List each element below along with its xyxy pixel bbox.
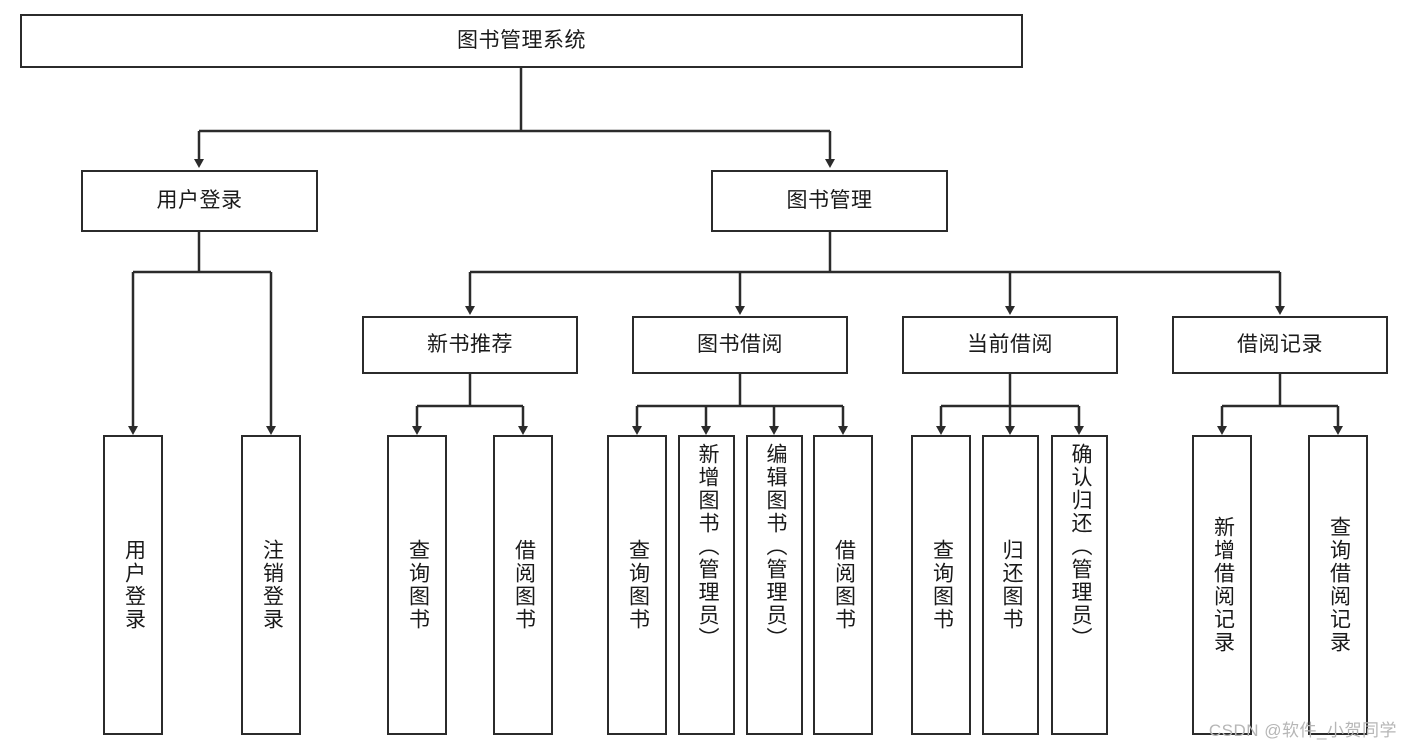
node-label: 查询借阅记录 [1327,516,1351,654]
node-label: 查询图书 [626,539,650,631]
leaf-add-borrow-record[interactable]: 新增借阅记录 [1192,435,1252,735]
node-book-management[interactable]: 图书管理 [711,170,948,232]
watermark-text: CSDN @软件_小贺同学 [1208,721,1397,740]
node-label: 新书推荐 [427,333,513,357]
node-label: 借阅图书 [832,539,856,631]
node-label: 归还图书 [999,539,1023,631]
node-label: 注销登录 [260,539,284,631]
node-label: 确认归还（管理员） [1068,443,1092,650]
leaf-edit-book-admin[interactable]: 编辑图书（管理员） [746,435,803,735]
node-label: 新增图书（管理员） [695,443,719,650]
leaf-query-borrow-record[interactable]: 查询借阅记录 [1308,435,1368,735]
leaf-return-book[interactable]: 归还图书 [982,435,1039,735]
node-label: 新增借阅记录 [1211,516,1235,654]
node-label: 编辑图书（管理员） [763,443,787,650]
node-label: 借阅图书 [512,539,536,631]
leaf-query-book-recommend[interactable]: 查询图书 [387,435,447,735]
node-label: 用户登录 [122,539,146,631]
leaf-logout-login[interactable]: 注销登录 [241,435,301,735]
node-label: 图书管理 [786,189,873,213]
node-label: 图书管理系统 [457,29,586,53]
node-label: 用户登录 [156,189,243,213]
leaf-confirm-return-admin[interactable]: 确认归还（管理员） [1051,435,1108,735]
node-label: 查询图书 [930,539,954,631]
node-borrow-record[interactable]: 借阅记录 [1172,316,1388,374]
node-current-borrow[interactable]: 当前借阅 [902,316,1118,374]
leaf-user-login[interactable]: 用户登录 [103,435,163,735]
leaf-query-book-current[interactable]: 查询图书 [911,435,971,735]
node-label: 查询图书 [406,539,430,631]
leaf-query-book-borrow[interactable]: 查询图书 [607,435,667,735]
node-label: 借阅记录 [1237,333,1323,357]
node-root-book-management-system[interactable]: 图书管理系统 [20,14,1023,68]
leaf-add-book-admin[interactable]: 新增图书（管理员） [678,435,735,735]
leaf-borrow-book[interactable]: 借阅图书 [813,435,873,735]
node-user-login[interactable]: 用户登录 [81,170,318,232]
node-book-borrow[interactable]: 图书借阅 [632,316,848,374]
leaf-borrow-book-recommend[interactable]: 借阅图书 [493,435,553,735]
node-new-book-recommend[interactable]: 新书推荐 [362,316,578,374]
node-label: 图书借阅 [697,333,783,357]
node-label: 当前借阅 [967,333,1053,357]
